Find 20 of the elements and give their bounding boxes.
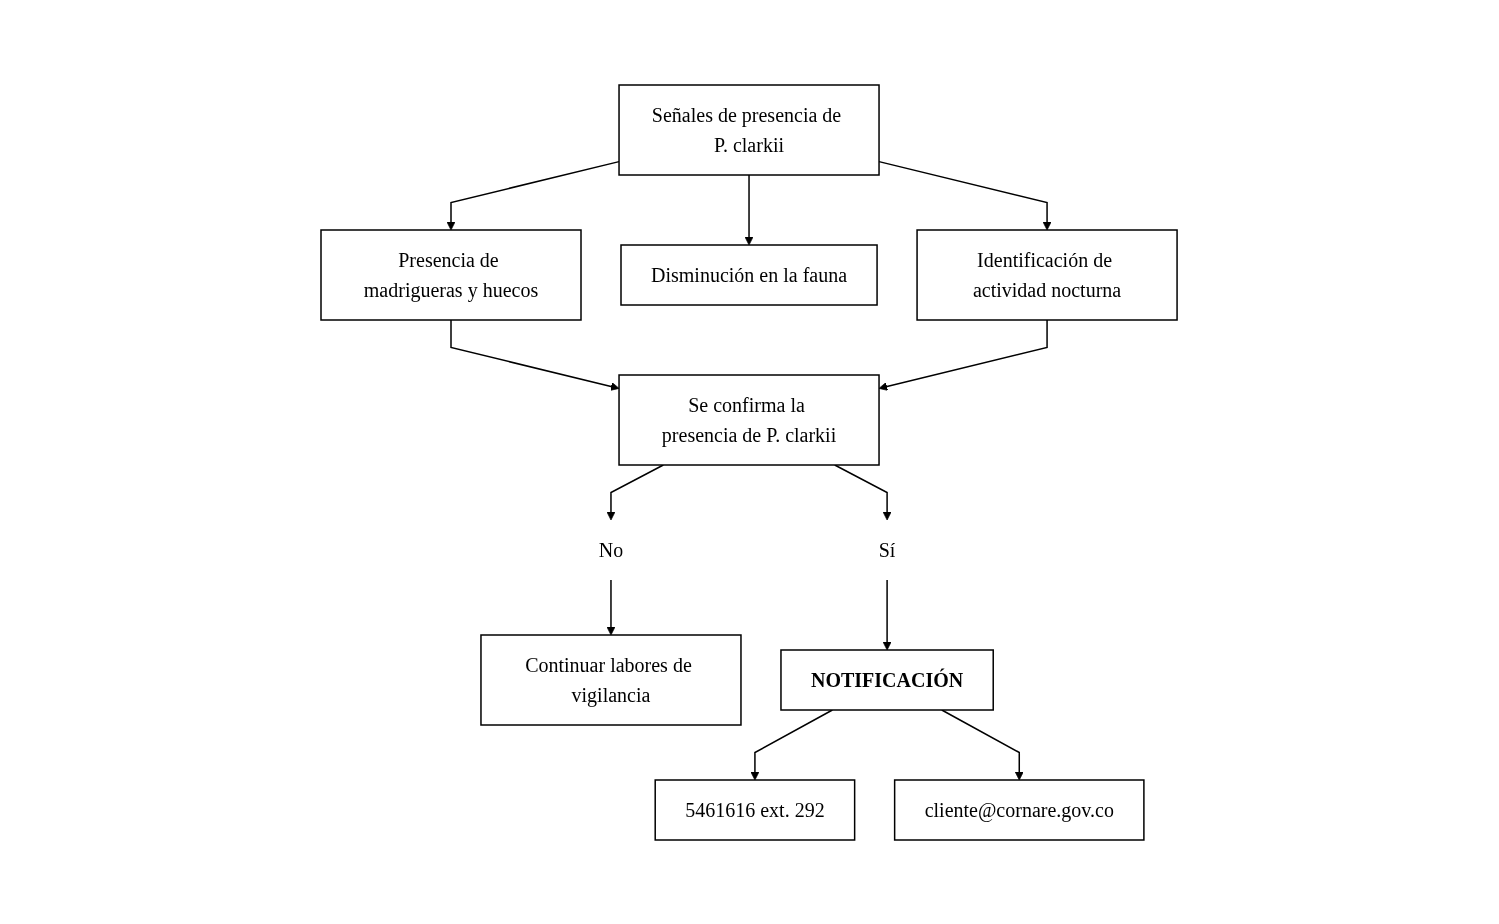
node-box: cliente@cornare.gov.co <box>894 778 1146 841</box>
node-box: Identificación de actividad nocturna <box>916 228 1179 321</box>
arrow <box>607 463 665 520</box>
arrow <box>751 708 834 780</box>
node-box: NOTIFICACIÓN <box>780 648 995 711</box>
node-box: 5461616 ext. 292 <box>654 778 856 841</box>
arrow <box>834 463 892 520</box>
node-text: Sí <box>879 538 896 561</box>
node-box: Señales de presencia de P. clarkii <box>618 83 881 176</box>
node-box: Continuar labores de vigilancia <box>480 633 743 726</box>
arrow <box>883 578 892 650</box>
arrow <box>745 173 754 245</box>
arrow <box>941 708 1025 780</box>
node-box: Se confirma la presencia de P. clarkii <box>618 373 881 466</box>
arrow <box>607 578 616 635</box>
node-box: Presencia de madrigueras y huecos <box>320 228 583 321</box>
arrow <box>879 318 1049 391</box>
node-box: Disminución en la fauna <box>620 243 879 306</box>
node-text: No <box>599 538 624 561</box>
arrow <box>450 318 620 391</box>
